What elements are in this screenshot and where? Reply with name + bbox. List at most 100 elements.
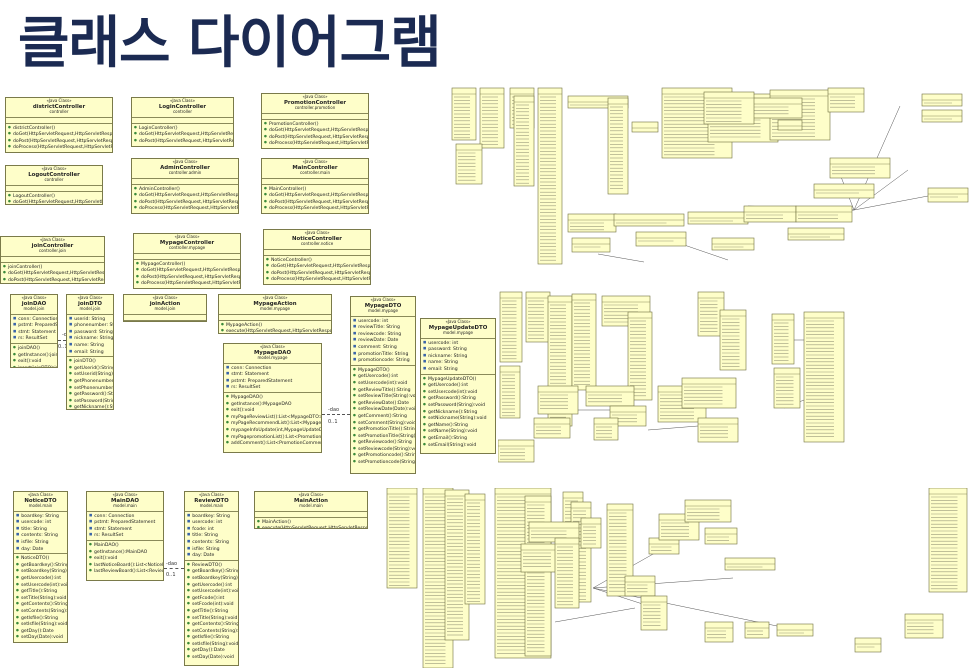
class-method: districtController() bbox=[8, 125, 110, 132]
class-method: getUsercode():int bbox=[16, 575, 65, 582]
class-stereotype: «Java Class» bbox=[112, 492, 138, 497]
mini-class-box bbox=[533, 417, 571, 439]
mini-class-box bbox=[640, 595, 668, 631]
class-method: setPhonenumber(String):void bbox=[69, 385, 113, 392]
mini-relation-line bbox=[554, 607, 636, 623]
class-method: setNickname(String):void bbox=[423, 415, 493, 422]
class-fields: boardkey: Stringusercode: intfcode: intt… bbox=[185, 512, 238, 561]
diagram-thumbnail-admin-overview bbox=[448, 86, 972, 278]
class-fields bbox=[264, 250, 370, 256]
class-methods: MainAction()execute(HttpServletRequest,H… bbox=[255, 518, 367, 528]
class-method: setPromotionTitle(String):void bbox=[353, 433, 415, 440]
class-method: getDay():Date bbox=[16, 628, 65, 635]
class-box-logincontroller: «Java Class»LoginControllercontrollerLog… bbox=[131, 97, 234, 147]
class-package: controller.mypage bbox=[168, 245, 206, 250]
class-fields bbox=[219, 315, 331, 321]
mini-class-box bbox=[528, 521, 580, 543]
class-methods: districtController()doGet(HttpServletReq… bbox=[6, 124, 112, 152]
class-name: NoticeController bbox=[292, 235, 342, 242]
class-method: setUsercode(int):void bbox=[423, 389, 493, 396]
class-method: setTitle(String):void bbox=[187, 615, 237, 622]
class-method: getInstance():MainDAO bbox=[89, 549, 161, 556]
class-method: myPageReviewList():List<MypageDTO> bbox=[226, 414, 321, 421]
class-field: usercode: int bbox=[16, 519, 65, 526]
class-methods: MainController()doGet(HttpServletRequest… bbox=[262, 185, 368, 213]
class-method: lastNoticeBoard():List<NoticeDTO> bbox=[89, 562, 163, 569]
diagram-thumbnail-model-classes bbox=[498, 290, 748, 470]
mini-relation-line bbox=[853, 169, 909, 211]
class-fields bbox=[262, 179, 368, 185]
class-field: contents: String bbox=[187, 539, 236, 546]
class-method: setUsercode(int):void bbox=[16, 582, 67, 589]
class-method: getBoardkey():String bbox=[187, 568, 238, 575]
class-name: MainDAO bbox=[111, 497, 139, 504]
class-methods: MypageAction()execute(HttpServletRequest… bbox=[219, 321, 331, 333]
class-box-mypageaction: «Java Class»MypageActionmodel.mypageMypa… bbox=[218, 294, 332, 334]
class-package: model.main bbox=[28, 503, 53, 508]
class-method: NoticeController() bbox=[266, 257, 368, 264]
class-method: doProcess(HttpServletRequest,HttpServlet… bbox=[8, 144, 112, 151]
class-box-reviewdto: «Java Class»ReviewDTOmodel.mainboardkey:… bbox=[184, 491, 239, 666]
class-field: password: String bbox=[423, 346, 493, 353]
class-name: joinAction bbox=[149, 300, 181, 307]
page-title: 클래스 다이어그램 bbox=[18, 11, 442, 76]
class-fields bbox=[134, 254, 240, 260]
mini-class-box bbox=[451, 87, 477, 141]
class-package: controller bbox=[172, 109, 193, 114]
class-method: doPost(HttpServletRequest,HttpServletRes… bbox=[264, 134, 368, 141]
class-method: getBoardkey():String bbox=[16, 562, 67, 569]
class-method: setContents(String):void bbox=[16, 608, 67, 615]
class-package: model.mypage bbox=[260, 306, 290, 311]
class-method: getFcode():int bbox=[187, 595, 236, 602]
class-stereotype: «Java Class» bbox=[21, 295, 47, 300]
class-field: phonenumber: String bbox=[69, 322, 113, 329]
class-method: getUsercode():int bbox=[187, 582, 236, 589]
class-box-logoutcontroller: «Java Class»LogoutControllercontrollerLo… bbox=[5, 165, 103, 205]
class-method: myPageRecommendList():List<MypageDTO> bbox=[226, 420, 321, 427]
class-fields bbox=[6, 186, 102, 192]
class-method: setBoardkey(String):void bbox=[16, 568, 67, 575]
class-method: getPhonenumber():String bbox=[69, 378, 113, 385]
class-name: ReviewDTO bbox=[194, 497, 229, 504]
class-package: controller.join bbox=[38, 248, 67, 253]
class-method: setFcode(int):void bbox=[187, 601, 236, 608]
class-package: model.mypage bbox=[368, 308, 398, 313]
class-method: getComment():String bbox=[353, 413, 413, 420]
class-package: model.join bbox=[154, 306, 176, 311]
class-method: doProcess(HttpServletRequest,HttpServlet… bbox=[136, 280, 240, 287]
class-stereotype: «Java Class» bbox=[77, 295, 103, 300]
class-method: getUsercode():int bbox=[353, 373, 413, 380]
mini-class-box bbox=[386, 488, 418, 589]
class-box-joinaction: «Java Class»joinActionmodel.joinjoinActi… bbox=[123, 294, 207, 322]
class-package: model.join bbox=[79, 306, 101, 311]
class-method: getDay():Date bbox=[187, 647, 236, 654]
class-fields bbox=[6, 118, 112, 124]
class-method: getPassword():String bbox=[69, 391, 113, 398]
class-name: joinController bbox=[31, 242, 74, 249]
class-field: name: String bbox=[69, 342, 111, 349]
diagram-thumbnail-user-classes bbox=[770, 310, 870, 445]
class-field: name: String bbox=[423, 359, 493, 366]
mini-class-box bbox=[513, 95, 535, 187]
class-field: title: String bbox=[16, 526, 65, 533]
class-name: joinDAO bbox=[21, 300, 47, 307]
class-stereotype: «Java Class» bbox=[302, 159, 328, 164]
mini-class-box bbox=[921, 93, 963, 107]
class-method: insert(joinDTO):int bbox=[13, 365, 57, 367]
class-fields: conn: Connectionpstmt: PreparedStatement… bbox=[87, 512, 163, 541]
class-field: isfile: String bbox=[16, 539, 65, 546]
class-name: districtController bbox=[32, 103, 86, 110]
